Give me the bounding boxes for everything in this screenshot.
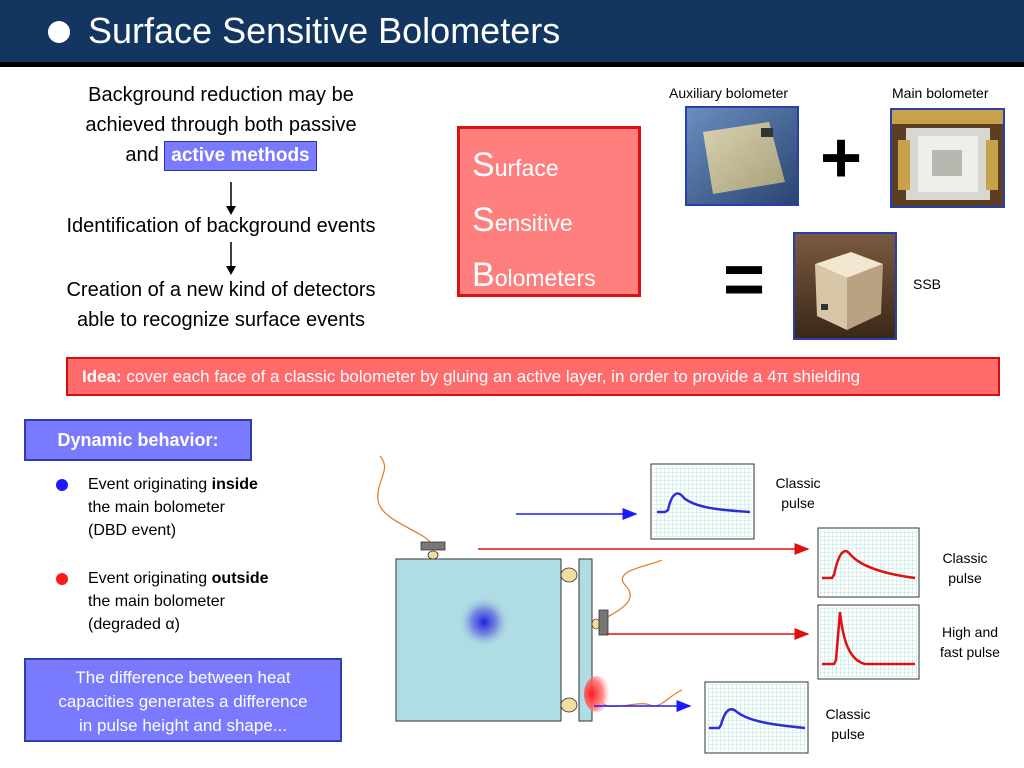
main-bolometer-label: Main bolometer	[892, 85, 989, 101]
inside-event-bullet	[56, 479, 68, 491]
side-glue	[591, 618, 601, 630]
idea-text: cover each face of a classic bolometer b…	[126, 367, 861, 386]
creation-line-1: Creation of a new kind of detectors	[66, 279, 376, 301]
intro-line-3: and active methods	[36, 140, 406, 171]
ssb-photo	[793, 232, 897, 340]
intro-line-1: Background reduction may be	[88, 84, 354, 106]
flow-arrow-2	[226, 242, 236, 275]
equals-sign: =	[723, 240, 766, 320]
identification-text: Identification of background events	[66, 215, 376, 237]
auxiliary-bolometer-label: Auxiliary bolometer	[669, 85, 789, 101]
wire-right	[601, 559, 663, 621]
classic-pulse-display-bottom	[704, 681, 809, 754]
title-bullet	[48, 21, 70, 43]
idea-banner: Idea: cover each face of a classic bolom…	[66, 357, 1000, 396]
outside-event-bullet	[56, 573, 68, 585]
flow-arrow-1	[226, 182, 236, 215]
inside-event-line-1: Event originating inside	[88, 476, 258, 493]
outside-event-line-1: Event originating outside	[88, 570, 269, 587]
glue-lower	[560, 697, 578, 713]
intro-and: and	[125, 144, 159, 166]
inside-event-line-2: the main bolometer	[88, 499, 225, 516]
fast-pulse-display	[817, 604, 920, 680]
outside-event-line-2: the main bolometer	[88, 593, 225, 610]
main-bolometer-image	[892, 110, 1003, 206]
active-layer	[578, 558, 593, 722]
inside-event-line-3: (DBD event)	[88, 522, 177, 539]
main-absorber	[395, 558, 562, 722]
ssb-sensitive: Sensitive	[472, 201, 573, 239]
auxiliary-bolometer-image	[687, 108, 797, 204]
outside-event-line-3: (degraded α)	[88, 616, 180, 633]
title-rule	[0, 62, 1024, 67]
ssb-label: SSB	[913, 276, 942, 292]
plus-sign: +	[820, 118, 863, 198]
active-methods-box: active methods	[164, 141, 317, 171]
classic-pulse-display-top	[650, 463, 755, 540]
creation-line-2: able to recognize surface events	[77, 309, 365, 331]
ssb-bolometers: Bolometers	[472, 256, 596, 294]
ssb-image	[795, 234, 895, 338]
ssb-acronym-box: Surface Sensitive Bolometers	[457, 126, 641, 297]
wire-bottom	[601, 689, 683, 708]
title-bar	[0, 0, 1024, 62]
heat-capacity-note: The difference between heat capacities g…	[24, 658, 342, 742]
surface-event-spot	[584, 676, 610, 712]
page-title: Surface Sensitive Bolometers	[88, 10, 561, 51]
ssb-surface: Surface	[472, 146, 559, 184]
side-thermistor	[598, 609, 609, 636]
main-bolometer-photo	[890, 108, 1005, 208]
auxiliary-bolometer-photo	[685, 106, 799, 206]
inside-event-text: Event originating inside the main bolome…	[88, 473, 258, 542]
outside-event-text: Event originating outside the main bolom…	[88, 567, 269, 636]
bulk-event-spot	[458, 596, 510, 648]
top-thermistor	[420, 541, 446, 551]
intro-line-2: achieved through both passive	[85, 114, 357, 136]
wire-top	[377, 455, 431, 543]
idea-label: Idea:	[82, 367, 122, 386]
classic-pulse-display-mid	[817, 527, 920, 598]
glue-upper	[560, 567, 578, 583]
top-glue	[427, 550, 439, 560]
dynamic-behavior-heading: Dynamic behavior:	[24, 419, 252, 461]
